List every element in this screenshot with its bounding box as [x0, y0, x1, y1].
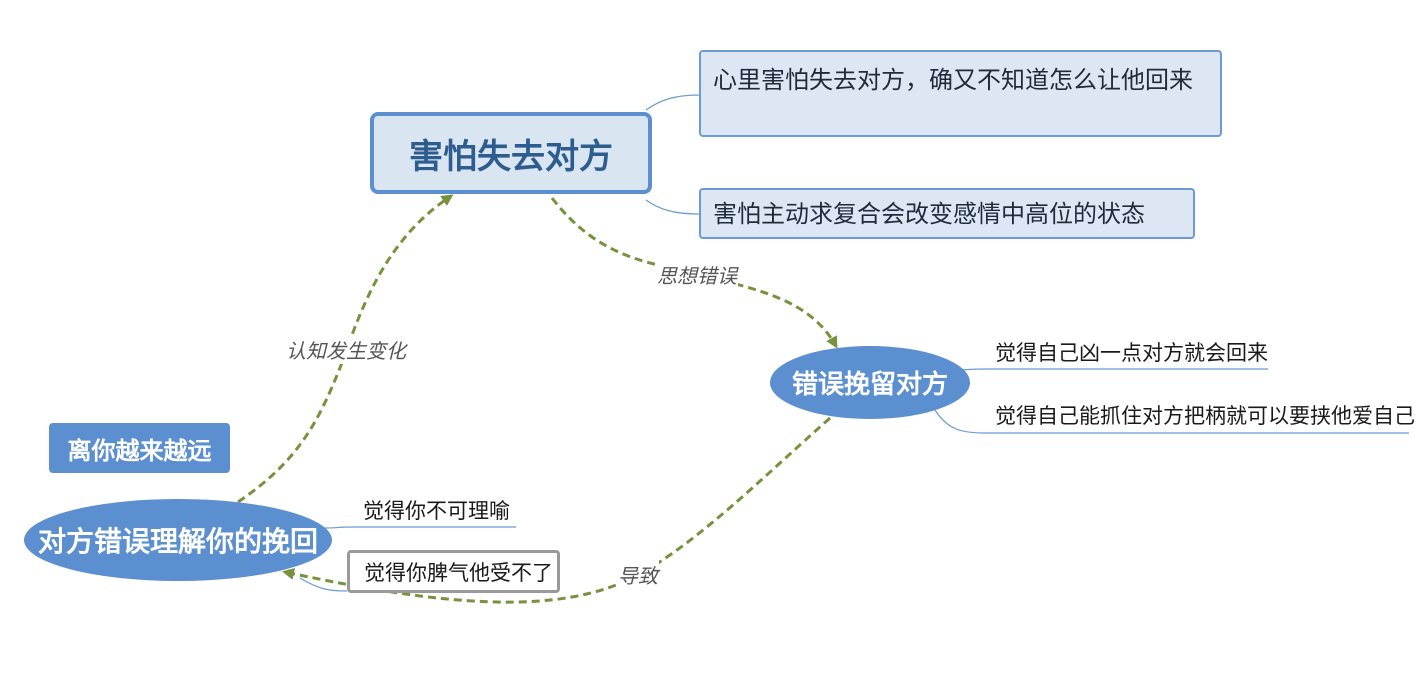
node-wrong-retention[interactable]: 错误挽留对方 — [770, 346, 970, 419]
link-label-cognition-change: 认知发生变化 — [285, 335, 407, 364]
connector-central-note1 — [645, 94, 700, 111]
left-detail-2-selected[interactable]: 觉得你脾气他受不了 — [347, 550, 560, 593]
left-detail-1[interactable]: 觉得你不可理喻 — [363, 499, 510, 523]
central-note-2[interactable]: 害怕主动求复合会改变感情中高位的状态 — [699, 188, 1195, 239]
central-topic[interactable]: 害怕失去对方 — [370, 112, 652, 194]
connector-left-leaf2 — [299, 577, 348, 592]
right-detail-2[interactable]: 觉得自己能抓住对方把柄就可以要挟他爱自己 — [995, 404, 1415, 428]
link-label-thinking-error: 思想错误 — [656, 260, 738, 289]
connector-right-leaf2 — [934, 409, 1409, 434]
node-misunderstanding[interactable]: 对方错误理解你的挽回 — [24, 499, 332, 581]
connector-left-leaf1 — [324, 526, 516, 529]
connector-central-note2 — [645, 199, 700, 215]
right-detail-1[interactable]: 觉得自己凶一点对方就会回来 — [995, 341, 1268, 365]
central-note-1[interactable]: 心里害怕失去对方，确又不知道怎么让他回来 — [699, 50, 1222, 137]
link-label-leads-to: 导致 — [617, 560, 659, 589]
floating-topic[interactable]: 离你越来越远 — [49, 423, 230, 473]
